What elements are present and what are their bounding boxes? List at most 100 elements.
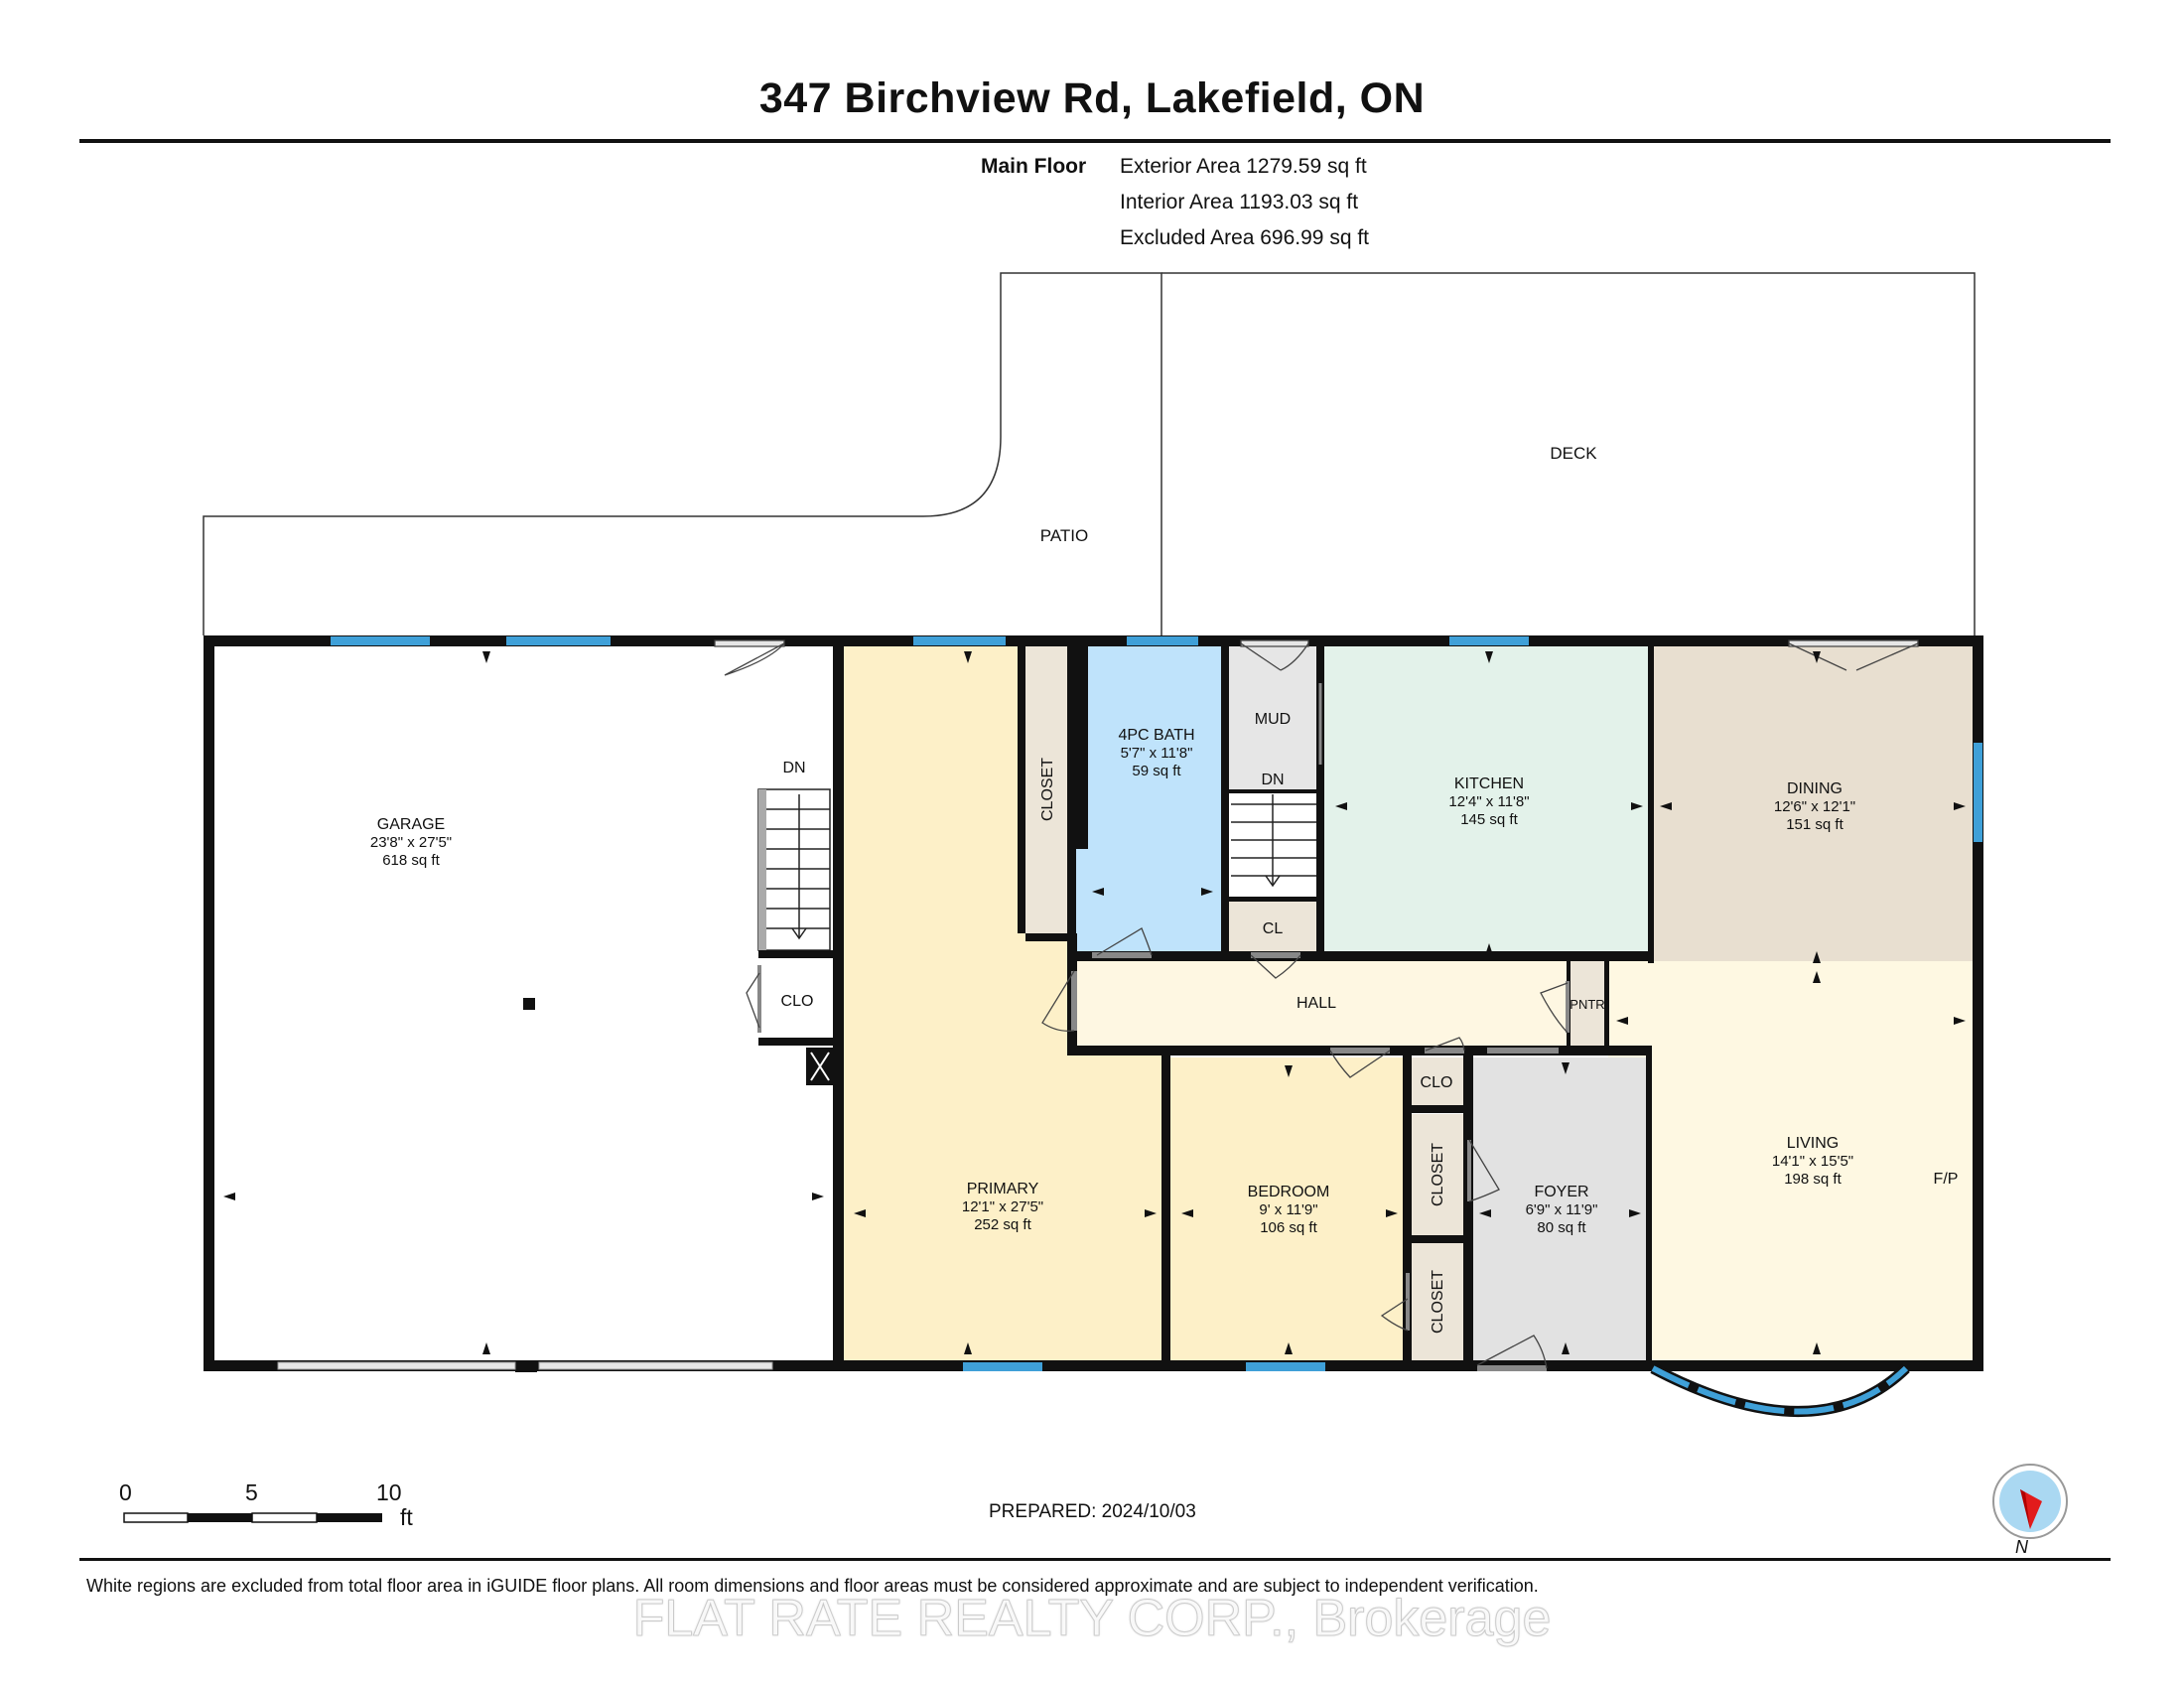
- dims-garage: 23'8" x 27'5": [370, 834, 452, 851]
- scale-tick-5: 5: [245, 1479, 258, 1505]
- page-title: 347 Birchview Rd, Lakefield, ON: [758, 74, 1426, 122]
- area-foyer: 80 sq ft: [1537, 1219, 1586, 1236]
- dims-living: 14'1" x 15'5": [1772, 1153, 1853, 1170]
- label-clo-garage: CLO: [781, 993, 814, 1010]
- room-labels: DECK PATIO GARAGE 23'8" x 27'5" 618 sq f…: [370, 444, 1959, 1334]
- deck-outline: [1161, 272, 1976, 635]
- garage-door-post: [515, 1360, 537, 1372]
- mud-stairs: [1231, 794, 1316, 888]
- disclaimer-text: White regions are excluded from total fl…: [86, 1576, 1539, 1596]
- bay-window-frame: [1650, 1363, 1910, 1417]
- scale-bar: [123, 1512, 382, 1523]
- label-cl: CL: [1263, 920, 1284, 937]
- scale-tick-0: 0: [119, 1479, 132, 1505]
- garage-stairs: [757, 788, 831, 951]
- primary-window-bottom: [963, 1362, 1042, 1371]
- label-closet-primary: CLOSET: [1039, 758, 1056, 821]
- wall-bath-left: [1074, 635, 1088, 849]
- wall-closet-split: [1410, 1235, 1469, 1243]
- area-garage: 618 sq ft: [382, 852, 440, 869]
- closet-bed-b-fill: [1410, 1243, 1463, 1360]
- garage-doors: [277, 1361, 773, 1370]
- area-bath: 59 sq ft: [1132, 763, 1181, 779]
- compass-label: N: [2015, 1537, 2028, 1557]
- header-rule: [79, 139, 2111, 143]
- wall-pntr-right: [1604, 955, 1609, 1051]
- outdoor-outline: [203, 272, 1976, 635]
- dims-dining: 12'6" x 12'1": [1774, 798, 1855, 815]
- area-living: 198 sq ft: [1784, 1171, 1842, 1188]
- living-fill: [1608, 961, 1975, 1360]
- garage-window-1: [331, 636, 430, 645]
- dining-window: [1974, 743, 1982, 842]
- door-swings: [714, 639, 1919, 1371]
- exterior-area: Exterior Area 1279.59 sq ft: [1120, 155, 1367, 178]
- garage-window-2: [506, 636, 611, 645]
- dims-bath: 5'7" x 11'8": [1121, 745, 1193, 762]
- wall-left: [204, 635, 214, 1371]
- pntr-fill: [1567, 961, 1608, 1046]
- kitchen-window: [1449, 636, 1529, 645]
- foyer-fill: [1473, 1057, 1648, 1360]
- label-deck: DECK: [1550, 444, 1597, 463]
- wall-closets-foyer: [1463, 1046, 1473, 1371]
- interior-area: Interior Area 1193.03 sq ft: [1120, 191, 1359, 213]
- footer-rule: [79, 1558, 2111, 1561]
- wall-right: [1973, 635, 1983, 1371]
- floor-label: Main Floor: [981, 155, 1087, 178]
- wall-top: [204, 635, 1983, 646]
- dims-kitchen: 12'4" x 11'8": [1448, 793, 1529, 810]
- wall-mud-stair: [1229, 789, 1316, 793]
- label-patio: PATIO: [1040, 526, 1089, 545]
- wall-hall-top: [1067, 951, 1653, 961]
- primary-window-top: [913, 636, 1006, 645]
- label-garage: GARAGE: [377, 816, 445, 833]
- label-closet-bed-a: CLOSET: [1430, 1143, 1446, 1206]
- label-closet-bed-b: CLOSET: [1430, 1270, 1446, 1334]
- wall-primary-bedroom: [1161, 1046, 1170, 1371]
- closet-primary-fill: [1025, 645, 1067, 933]
- wall-bottom: [204, 1360, 1983, 1371]
- label-primary: PRIMARY: [967, 1181, 1039, 1197]
- label-foyer: FOYER: [1534, 1184, 1588, 1200]
- dimension-arrows: [223, 651, 1966, 1354]
- label-kitchen: KITCHEN: [1454, 775, 1524, 792]
- wall-garage-stair-bottom: [758, 950, 834, 958]
- label-bath: 4PC BATH: [1118, 727, 1194, 744]
- bay-window: [1651, 1365, 1909, 1415]
- windows: [331, 636, 1982, 1371]
- closet-bed-a-fill: [1410, 1114, 1463, 1235]
- garage-post: [523, 998, 535, 1010]
- bath-window: [1127, 636, 1198, 645]
- wall-garage-primary: [833, 635, 844, 1371]
- label-dn-garage: DN: [782, 760, 805, 776]
- label-clo-foyer: CLO: [1421, 1074, 1453, 1091]
- dims-primary: 12'1" x 27'5": [962, 1198, 1043, 1215]
- compass-icon: [1992, 1464, 2068, 1539]
- bath-fill: [1074, 645, 1221, 953]
- wall-closet-primary: [1067, 635, 1076, 933]
- dims-foyer: 6'9" x 11'9": [1526, 1201, 1598, 1218]
- excluded-area: Excluded Area 696.99 sq ft: [1120, 226, 1370, 249]
- bedroom-fill: [1161, 1057, 1403, 1360]
- wall-bedroom-closets: [1403, 1046, 1412, 1371]
- label-dn-mud: DN: [1261, 772, 1284, 788]
- label-hall: HALL: [1297, 995, 1336, 1012]
- wall-closet-inner: [1018, 635, 1025, 933]
- area-kitchen: 145 sq ft: [1460, 811, 1518, 828]
- wall-closet-bottom: [1025, 933, 1075, 941]
- patio-outline: [203, 272, 1162, 635]
- area-bedroom: 106 sq ft: [1260, 1219, 1317, 1236]
- brokerage-watermark: FLAT RATE REALTY CORP., Brokerage: [632, 1590, 1552, 1648]
- dining-fill: [1652, 645, 1975, 961]
- mud-fill: [1229, 645, 1316, 789]
- wall-bath-right: [1221, 635, 1229, 953]
- wall-cl-top: [1229, 897, 1316, 902]
- wall-mud-right: [1316, 635, 1324, 953]
- label-living: LIVING: [1787, 1135, 1839, 1152]
- cl-fill: [1229, 901, 1316, 955]
- area-primary: 252 sq ft: [974, 1216, 1031, 1233]
- wall-kitchen-dining: [1648, 635, 1654, 963]
- area-dining: 151 sq ft: [1786, 816, 1843, 833]
